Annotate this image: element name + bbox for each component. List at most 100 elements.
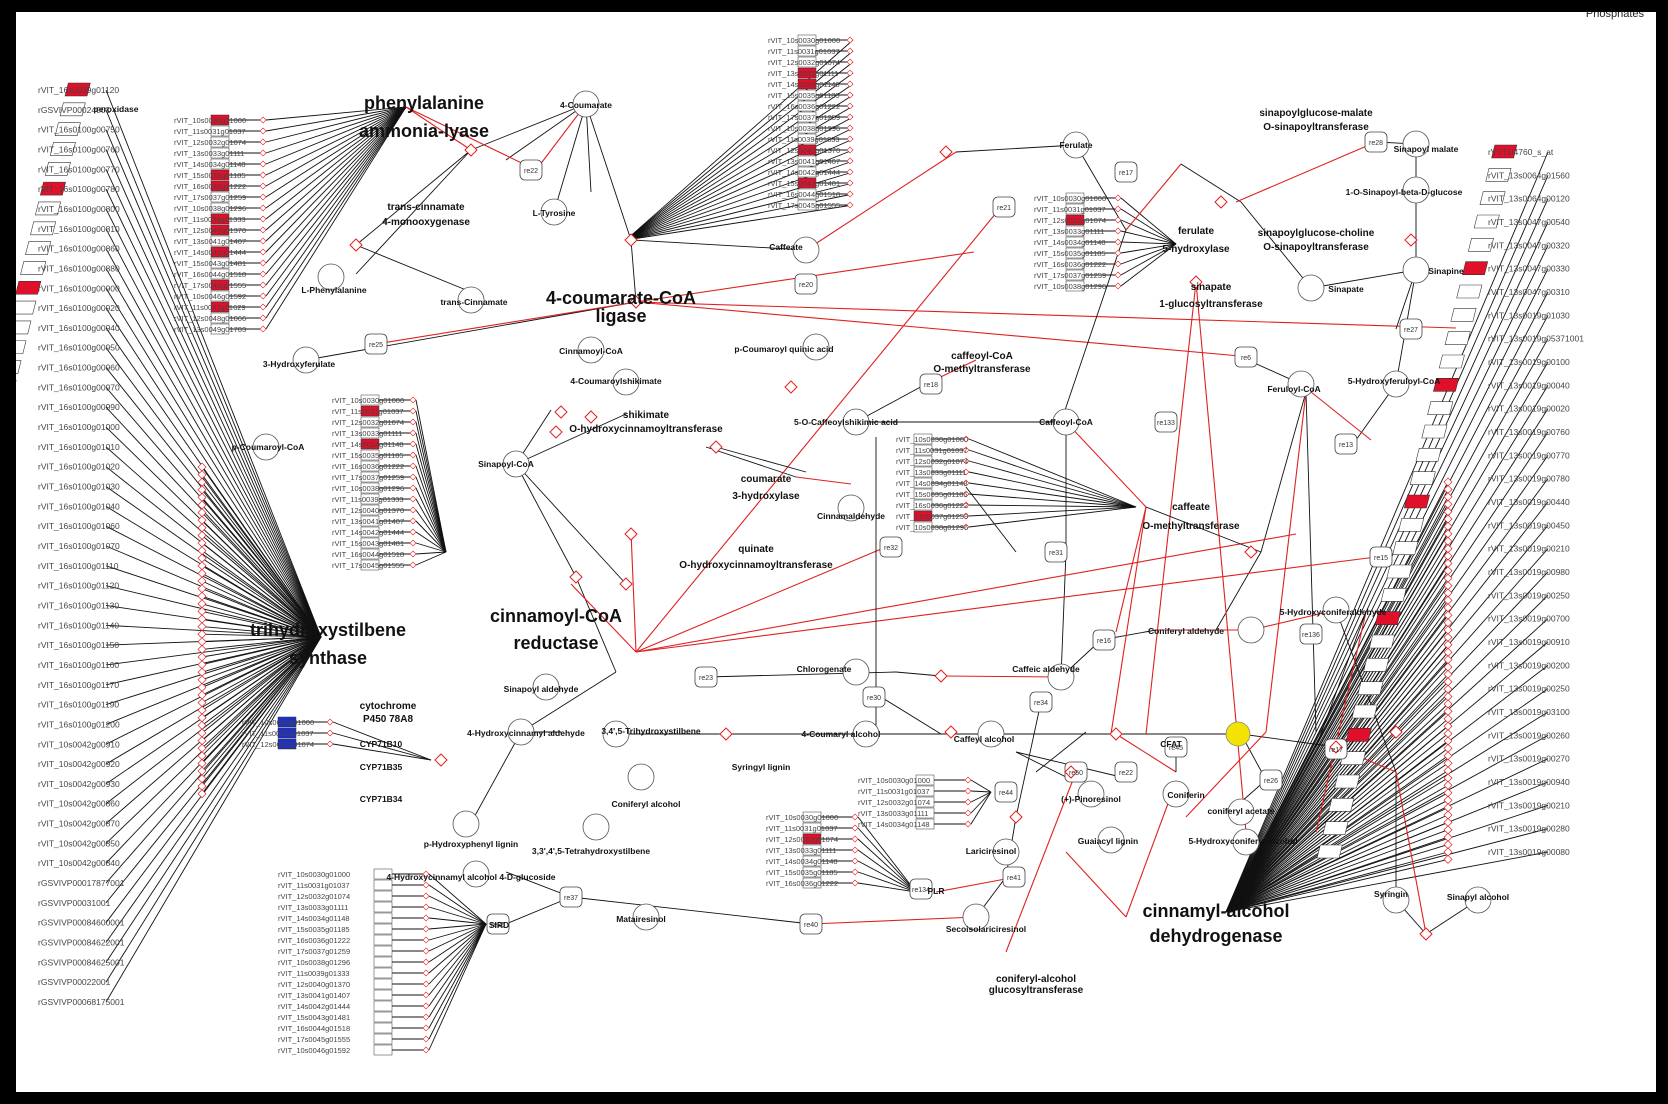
fan-edge: [201, 636, 322, 757]
gene-diamond: [1443, 773, 1453, 783]
pathway-edge: [570, 583, 637, 653]
gene-label: rVIT_17s0037g01259: [1034, 271, 1106, 280]
metabolite-node: [612, 368, 640, 396]
gene-box: [1386, 564, 1413, 579]
gene-edge: [265, 106, 407, 319]
gene-edge: [105, 188, 322, 638]
gene-diamond: [1443, 817, 1453, 827]
gene-edge: [415, 454, 447, 553]
gene-diamond: [962, 446, 970, 454]
gene-diamond: [259, 204, 267, 212]
pathway-edge: [635, 301, 1457, 329]
fan-edge: [1225, 637, 1449, 913]
reaction-label: re26: [1264, 778, 1278, 785]
gene-box: [915, 807, 935, 819]
reaction-diamond: [1244, 545, 1258, 559]
gene-label: rVIT_15s0035g01185: [332, 451, 404, 460]
gene-diamond: [259, 314, 267, 322]
fan-edge: [201, 550, 322, 638]
gene-label: rGSVIVP00017877001: [38, 878, 125, 888]
gene-label: rVIT_15s0043g01481: [768, 179, 840, 188]
pathway-edge: [1250, 609, 1337, 631]
fan-edge: [1225, 503, 1449, 913]
reaction-diamond: [1404, 233, 1418, 247]
fan-edge: [201, 610, 322, 638]
pathway-edge: [575, 576, 617, 673]
pathway-edge: [635, 301, 1252, 358]
gene-label: rVIT_11s0031g01037: [174, 127, 246, 136]
pathway-edge: [1300, 383, 1372, 441]
fan-edge: [201, 588, 322, 638]
metabolite-label: Sinapyl alcohol: [1447, 892, 1509, 902]
gene-label: rVIT_11s0039g01333: [768, 135, 840, 144]
metabolite-label: 4-Hydroxycinnamyl aldehyde: [467, 728, 585, 738]
pathway-edge: [795, 476, 852, 485]
pathway-edge: [1395, 771, 1427, 935]
pathway-edge: [1115, 506, 1147, 633]
metabolite-label: Syringin: [1374, 889, 1408, 899]
gene-label: rVIT_17s0045g01555: [174, 281, 246, 290]
pathway-edge: [955, 144, 1077, 153]
gene-label: rVIT_13s0047g00320: [1488, 240, 1570, 250]
metabolite-node: [457, 286, 485, 314]
gene-diamond: [259, 325, 267, 333]
reaction-label: re32: [884, 545, 898, 552]
gene-diamond: [259, 292, 267, 300]
reaction-node: [992, 196, 1016, 218]
pathway-edge: [585, 103, 632, 241]
fan-edge: [1225, 489, 1449, 913]
gene-label: rVIT_16s0100g01000: [38, 422, 120, 432]
gene-label: rVIT_12s0040g01370: [278, 980, 350, 989]
metabolite-label: Sinapate: [1328, 284, 1364, 294]
gene-label: rVIT_12s0040g01370: [768, 146, 840, 155]
gene-edge: [1120, 243, 1177, 287]
metabolite-node: [1464, 886, 1492, 914]
enzyme-label-ccoaomt: caffeoyl-CoA: [951, 351, 1013, 362]
gene-label: rVIT_16s0100g00900: [38, 283, 120, 293]
gene-box: [210, 246, 230, 258]
gene-box: [797, 133, 817, 145]
gene-diamond: [1443, 751, 1453, 761]
gene-diamond: [197, 614, 207, 624]
reaction-label: re28: [1369, 140, 1383, 147]
metabolite-node: [627, 763, 655, 791]
reaction-diamond: [434, 753, 448, 767]
gene-box: [64, 82, 91, 97]
gene-diamond: [1443, 766, 1453, 776]
gene-edge: [265, 106, 407, 220]
fan-edge: [1225, 629, 1449, 913]
gene-box: [802, 833, 822, 845]
gene-diamond: [846, 201, 854, 209]
gene-label: rVIT_14s0034g01148: [858, 820, 930, 829]
metabolite-node: [632, 903, 660, 931]
reaction-node: [879, 536, 903, 558]
gene-label: rVIT_13s0019g00440: [1488, 497, 1570, 507]
fan-edge: [201, 580, 322, 638]
gene-box: [915, 774, 935, 786]
gene-label: rVIT_13s0019g00100: [1488, 357, 1570, 367]
gene-label: rVIT_13s0033g01111: [896, 468, 966, 477]
reaction-label: re41: [1007, 875, 1021, 882]
fan-edge: [201, 636, 322, 650]
gene-label: rVIT_16s0100g01190: [38, 700, 119, 710]
gene-label: rVIT_16s0100g00950: [38, 343, 120, 353]
metabolite-node: [1402, 176, 1430, 204]
reaction-diamond: [549, 425, 563, 439]
reaction-node: [559, 886, 583, 908]
reaction-node: [1234, 346, 1258, 368]
gene-diamond: [422, 1002, 430, 1010]
gene-edge: [265, 106, 407, 308]
gene-box: [1351, 704, 1378, 719]
gene-box: [913, 466, 933, 478]
reaction-node: [519, 159, 543, 181]
gene-edge: [428, 923, 487, 1007]
gene-diamond: [846, 91, 854, 99]
reaction-node: [1334, 433, 1358, 455]
reaction-diamond: [1389, 725, 1403, 739]
gene-box: [373, 934, 393, 946]
gene-label: rVIT_13s0033g01111: [278, 903, 348, 912]
gene-diamond: [409, 407, 417, 415]
gene-label: rVIT_13s0033g01111: [858, 809, 928, 818]
pathway-edge: [355, 149, 472, 275]
pathway-edge: [515, 463, 627, 585]
